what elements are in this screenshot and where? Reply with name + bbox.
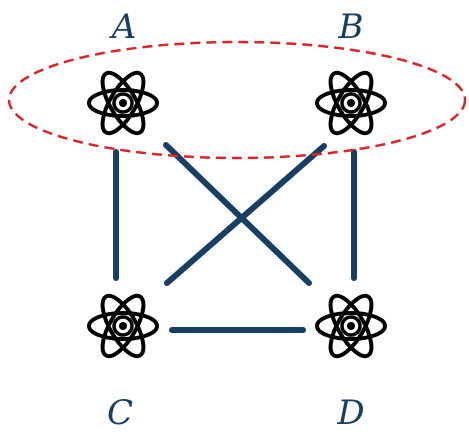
atom-icon	[315, 65, 387, 141]
node-labels: A B C D	[107, 7, 365, 433]
atom-icon	[87, 65, 159, 141]
node-label-d: D	[336, 393, 364, 433]
group-outline-ab	[7, 40, 467, 160]
edge-b-c	[164, 143, 327, 286]
node-label-b: B	[338, 7, 364, 47]
edge-a-d	[163, 142, 312, 286]
edges	[113, 142, 357, 333]
atom-icon	[87, 288, 159, 364]
node-label-c: C	[107, 393, 133, 433]
atom-icon	[315, 288, 387, 364]
node-label-a: A	[109, 7, 137, 47]
